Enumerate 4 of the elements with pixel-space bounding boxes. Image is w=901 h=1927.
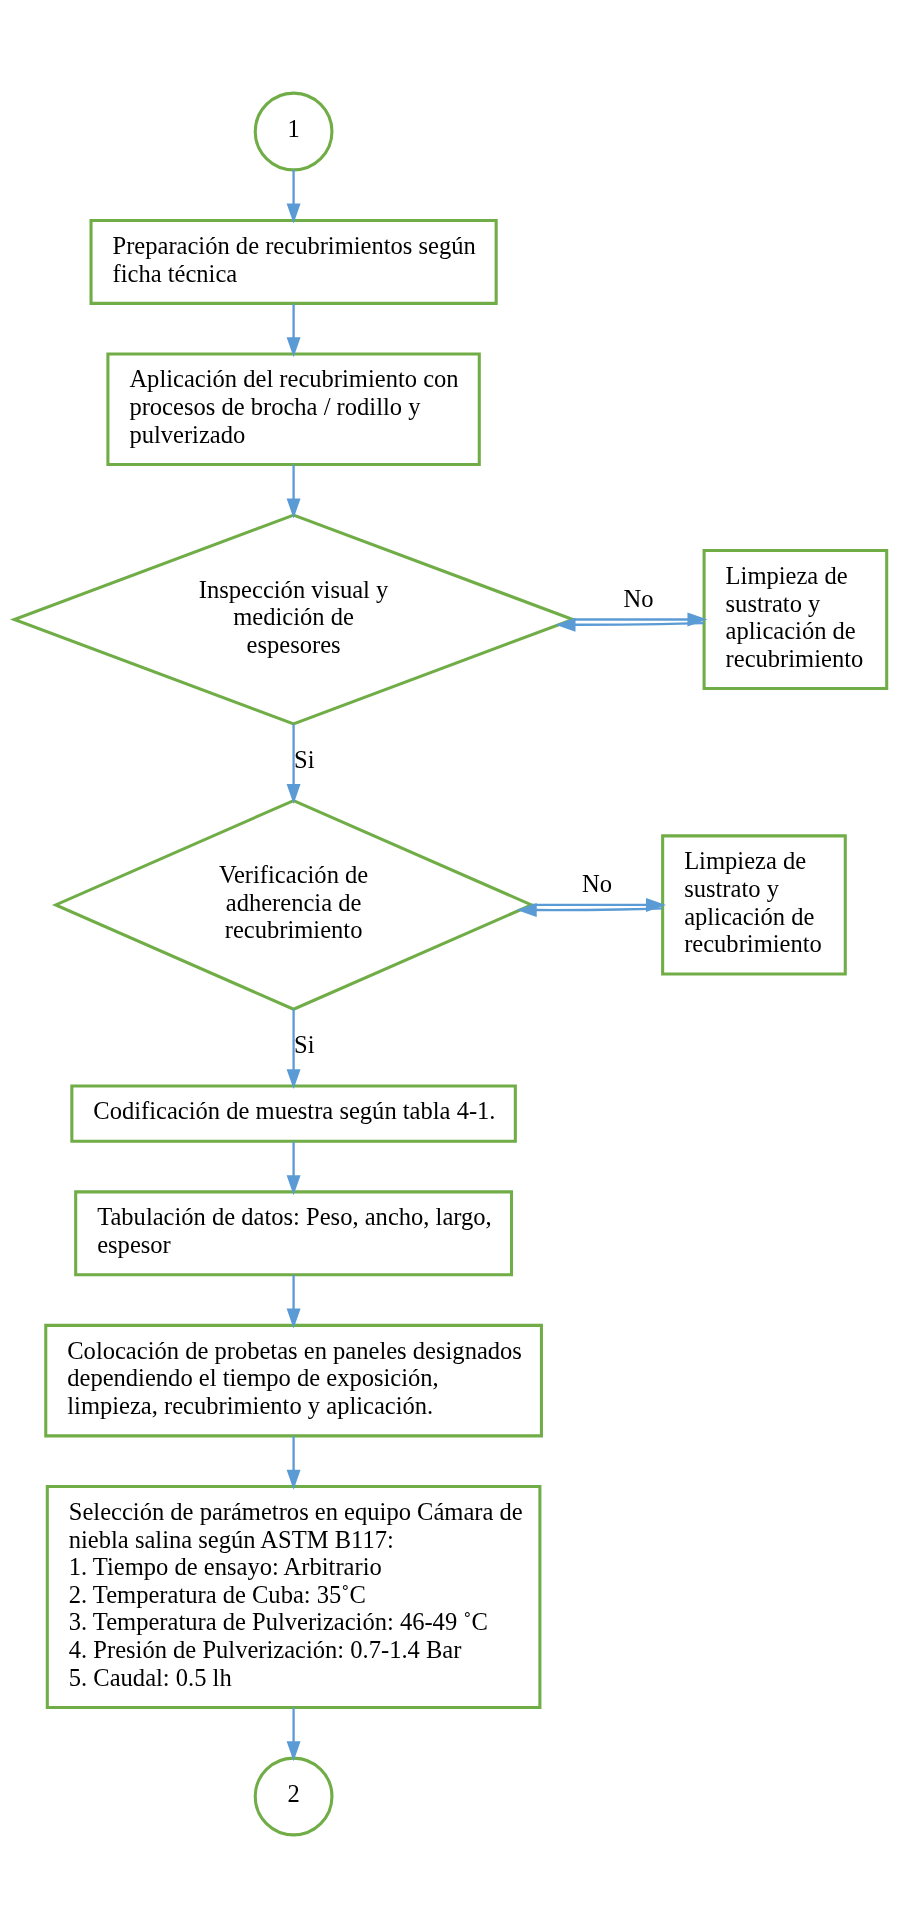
edge-label: No <box>582 869 613 897</box>
edge-label: Si <box>294 1030 315 1058</box>
edge-label: Si <box>294 745 315 773</box>
edge-label: No <box>623 584 654 612</box>
